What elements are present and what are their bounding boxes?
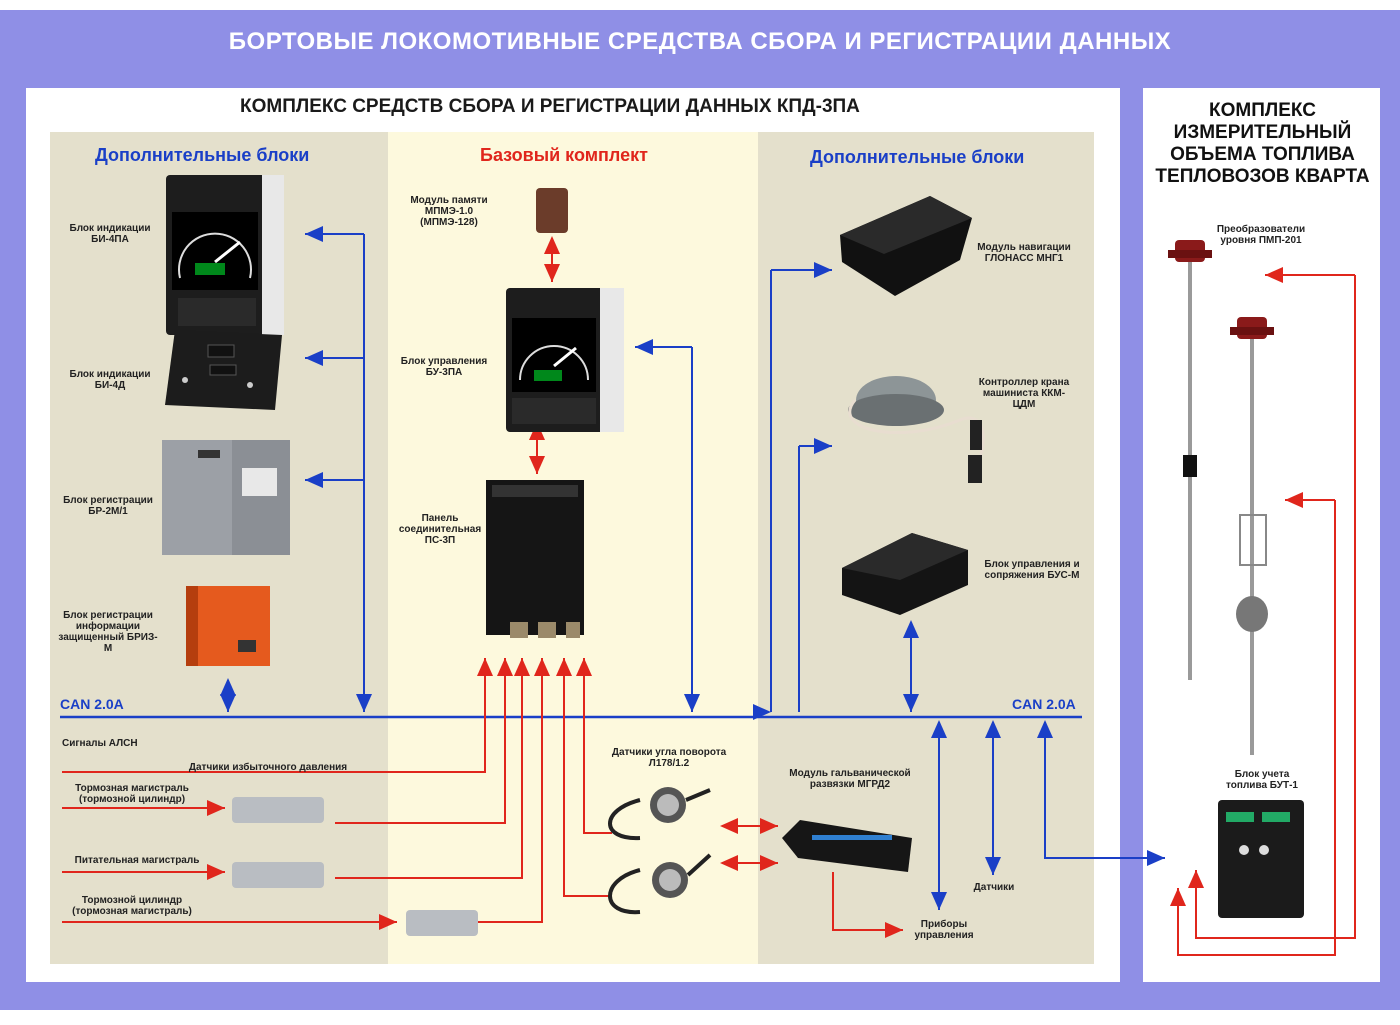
glonass-illustration [840, 196, 972, 296]
sensors-label: Датчики [973, 882, 1015, 893]
bu-3pa-label: Блок управления БУ-3ПА [400, 356, 488, 378]
control-devices-label: Приборы управления [914, 919, 974, 941]
pressure-sensors-label: Датчики избыточного давления [188, 762, 348, 773]
angle-sensor-illustration [608, 787, 712, 915]
can-label-right: CAN 2.0A [1012, 696, 1076, 712]
right-zone-title: Дополнительные блоки [810, 147, 1025, 167]
galvanic-module-label: Модуль гальванической развязки МГРД2 [789, 768, 911, 790]
briz-m-label: Блок регистрации информации защищенный Б… [58, 610, 158, 654]
kkm-cdm-illustration [848, 376, 985, 483]
bi-4pa-illustration [166, 175, 284, 335]
memory-module-illustration [536, 188, 568, 233]
br-2m1-illustration [162, 440, 290, 555]
pmp-201-label: Преобразователи уровня ПМП-201 [1216, 224, 1306, 246]
poster-title: БОРТОВЫЕ ЛОКОМОТИВНЫЕ СРЕДСТВА СБОРА И Р… [228, 28, 1172, 55]
pressure-sensor-illustration [232, 797, 478, 936]
main-title: КОМПЛЕКС СРЕДСТВ СБОРА И РЕГИСТРАЦИИ ДАН… [240, 96, 860, 117]
pmp-201-illustration [1168, 240, 1274, 755]
glonass-label: Модуль навигации ГЛОНАСС МНГ1 [977, 242, 1071, 264]
angle-sensors-label: Датчики угла поворота Л178/1.2 [611, 747, 727, 769]
brake-cylinder-label: Тормозной цилиндр (тормозная магистраль) [72, 895, 192, 917]
bus-m-label: Блок управления и сопряжения БУС-М [984, 559, 1080, 581]
side-title: КОМПЛЕКС ИЗМЕРИТЕЛЬНЫЙ ОБЪЕМА ТОПЛИВА ТЕ… [1155, 100, 1370, 187]
ps-3p-label: Панель соединительная ПС-3П [398, 513, 482, 546]
briz-m-illustration [186, 586, 270, 666]
bi-4d-illustration [165, 330, 282, 410]
bu-3pa-illustration [506, 288, 624, 432]
bi-4pa-label: Блок индикации БИ-4ПА [69, 223, 151, 245]
bi-4d-label: Блок индикации БИ-4Д [69, 369, 151, 391]
mgrd2-illustration [782, 820, 912, 872]
brake-line-label: Тормозная магистраль (тормозной цилиндр) [75, 783, 189, 805]
but-1-illustration [1218, 800, 1304, 918]
feed-line-label: Питательная магистраль [74, 855, 200, 866]
can-label-left: CAN 2.0A [60, 696, 124, 712]
but-1-label: Блок учета топлива БУТ-1 [1226, 769, 1298, 791]
alsn-label: Сигналы АЛСН [62, 738, 138, 749]
br-2m1-label: Блок регистрации БР-2М/1 [63, 495, 153, 517]
left-zone-title: Дополнительные блоки [95, 145, 310, 165]
memory-module-label: Модуль памяти МПМЭ-1.0 (МПМЭ-128) [410, 195, 488, 228]
bus-m-illustration [842, 533, 968, 615]
base-zone-title: Базовый комплект [480, 145, 648, 165]
kkm-cdm-label: Контроллер крана машиниста ККМ-ЦДМ [978, 377, 1070, 410]
ps-3p-illustration [486, 480, 584, 638]
